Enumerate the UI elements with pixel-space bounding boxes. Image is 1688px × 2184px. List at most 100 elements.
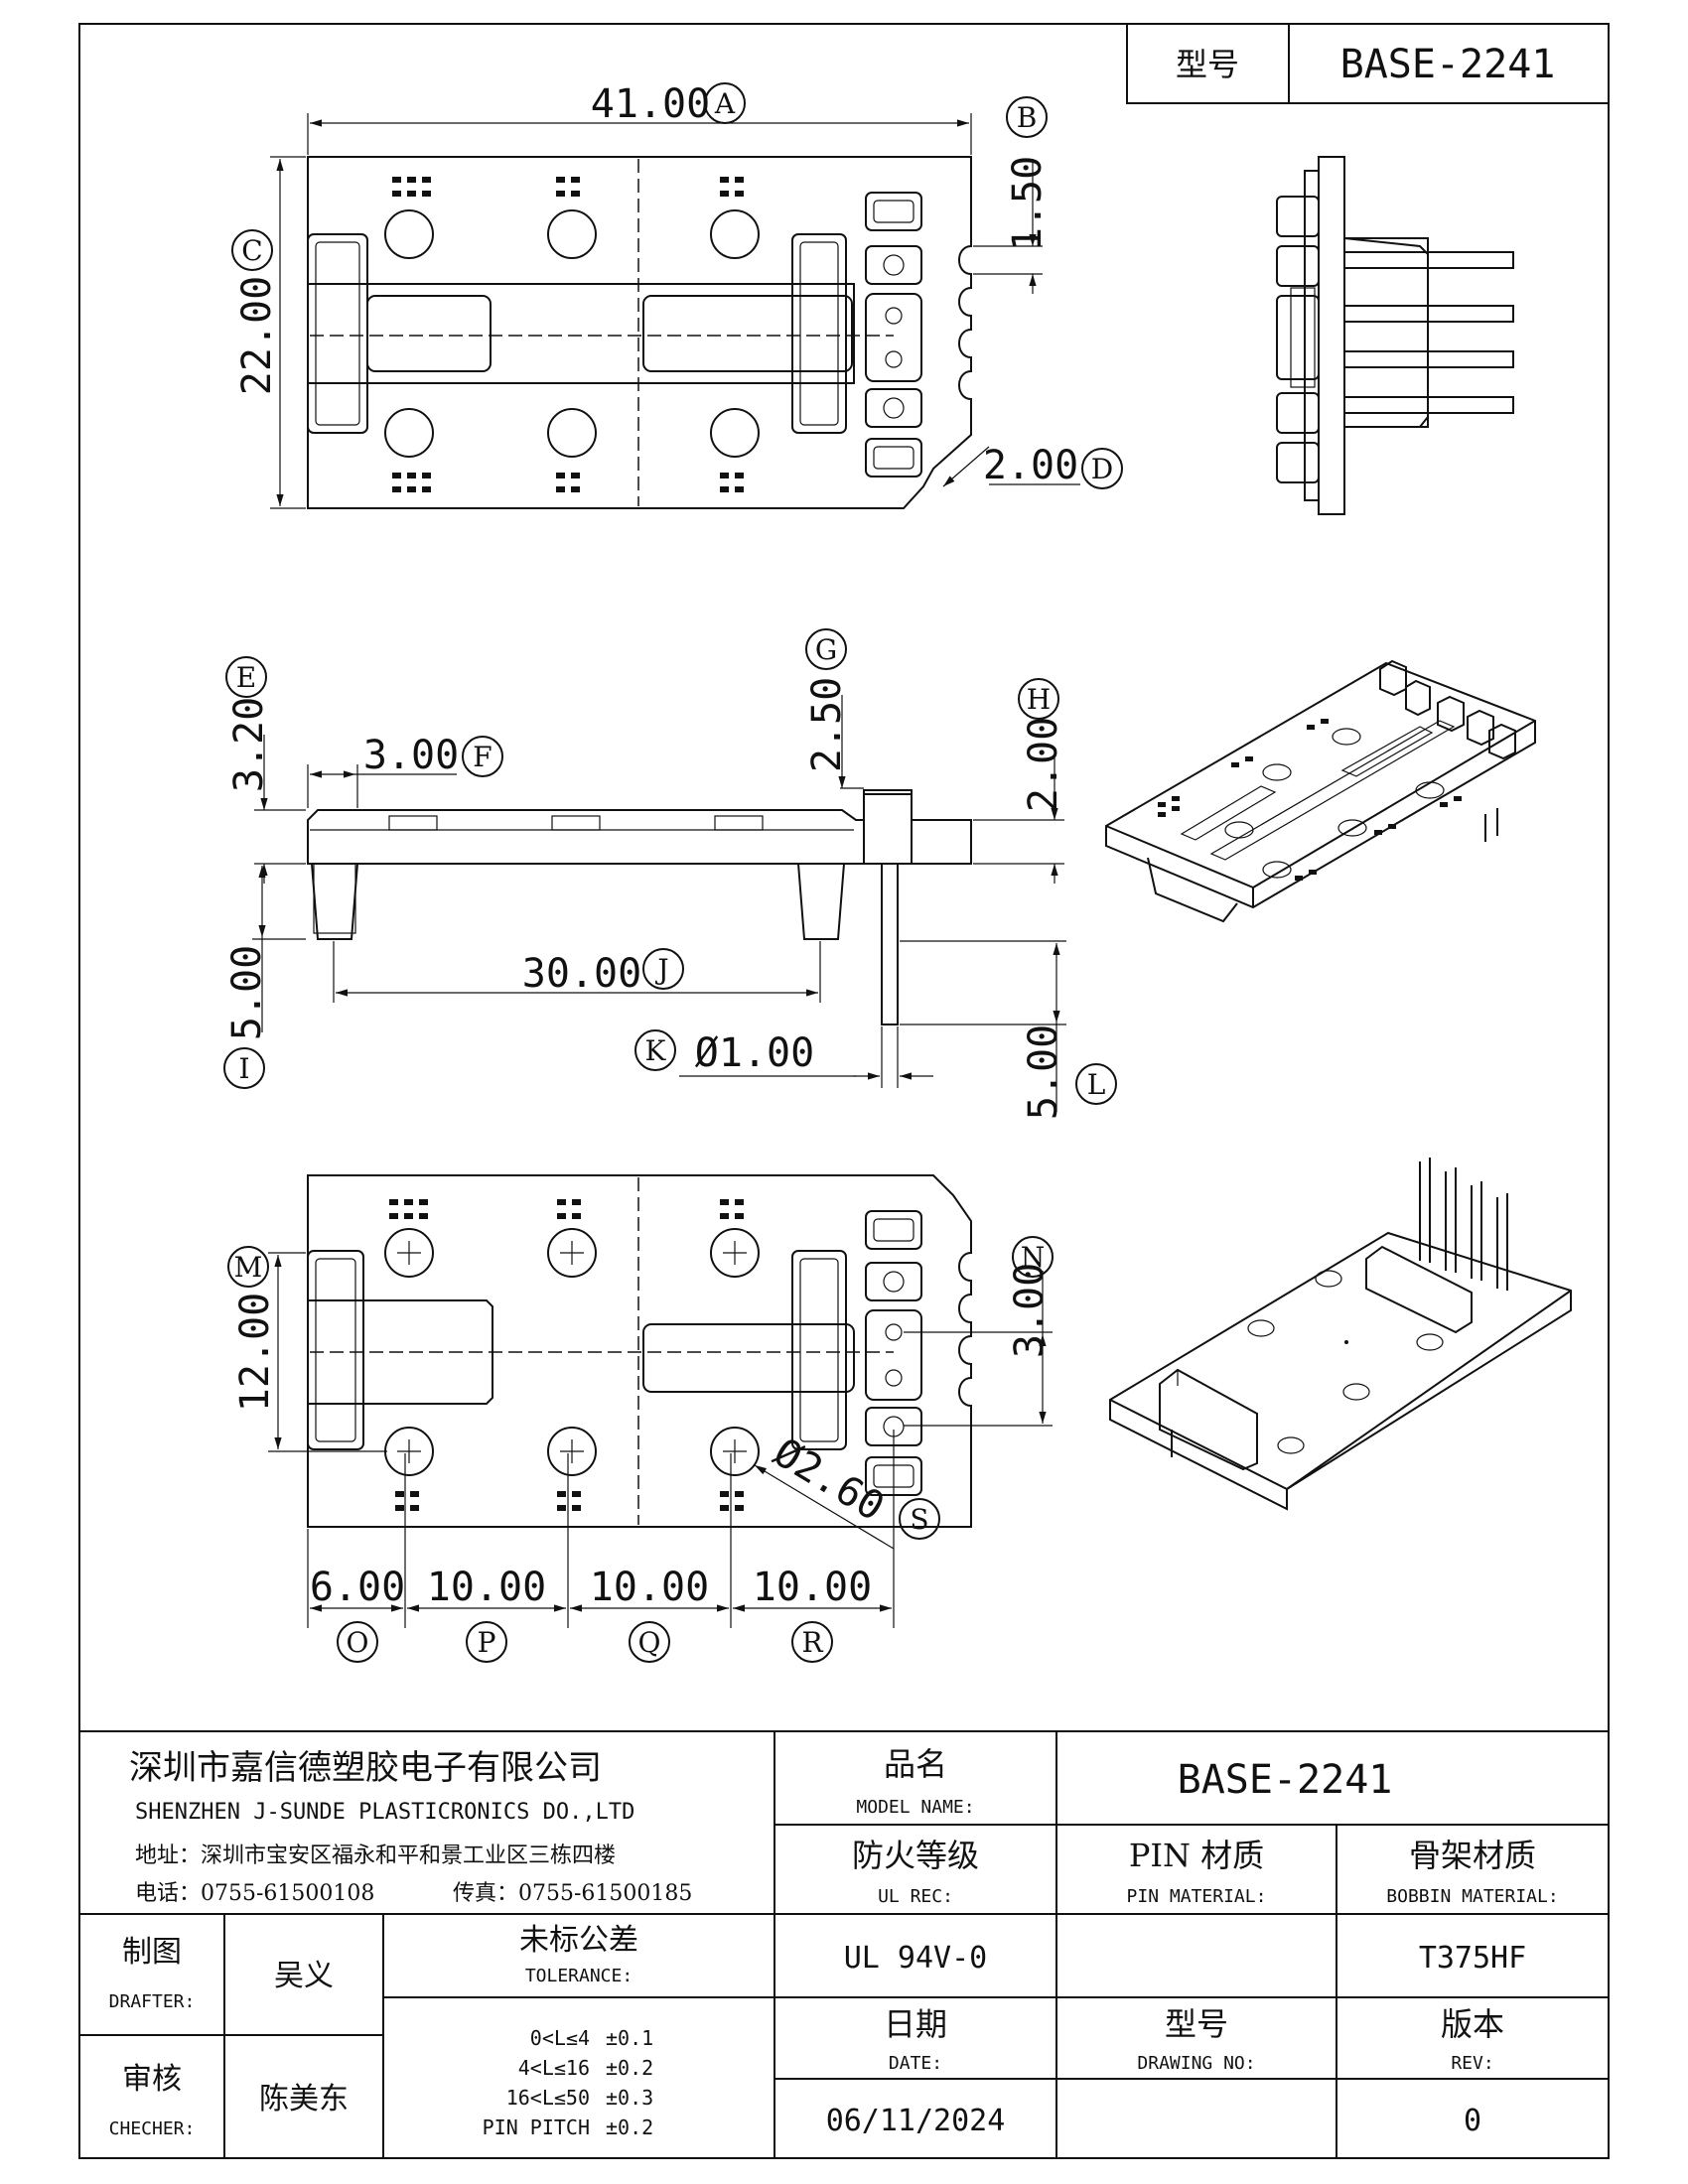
dim-C-value: 22.00: [234, 276, 280, 395]
dim-K-marker: K: [634, 1029, 676, 1071]
iso-view-top: [1105, 659, 1536, 923]
svg-text:N: N: [1021, 1241, 1046, 1274]
date-label-cn: 日期: [884, 2005, 947, 2043]
bobbin-label-cn: 骨架材质: [1409, 1837, 1536, 1874]
dim-G-value: 2.50: [804, 677, 850, 772]
dim-H-value: 2.00: [1021, 717, 1066, 812]
drafter-name: 吴义: [274, 1959, 334, 1993]
dim-J-marker: J: [642, 948, 684, 990]
pin-label-en: PIN MATERIAL:: [1127, 1886, 1267, 1907]
dim-O-value: 6.00: [310, 1565, 405, 1610]
svg-text:C: C: [241, 234, 262, 267]
date-value: 06/11/2024: [826, 2104, 1006, 2138]
company-address: 地址：深圳市宝安区福永和平和景工业区三栋四楼: [135, 1843, 616, 1868]
svg-text:F: F: [473, 741, 492, 773]
dim-S-marker: S: [899, 1498, 940, 1540]
side-view: [1276, 156, 1514, 515]
dim-D-marker: D: [1081, 448, 1123, 489]
svg-text:S: S: [910, 1503, 928, 1536]
svg-text:R: R: [801, 1626, 823, 1659]
tolerance-range-3: 16<L≤50: [506, 2086, 590, 2110]
tolerance-value-1: ±0.1: [606, 2026, 653, 2050]
company-fax: 传真：0755-61500185: [453, 1881, 692, 1906]
dim-A-value: 41.00: [591, 81, 710, 127]
dim-F-marker: F: [462, 736, 503, 777]
svg-text:E: E: [236, 661, 256, 694]
dim-M-value: 12.00: [232, 1293, 278, 1412]
dim-Q-value: 10.00: [590, 1565, 709, 1610]
dim-E-value: 3.20: [226, 697, 272, 792]
bobbin-value: T375HF: [1419, 1941, 1526, 1976]
dim-F-value: 3.00: [363, 733, 459, 778]
pin-label-cn: PIN 材质: [1129, 1837, 1264, 1874]
dim-I-value: 5.00: [224, 945, 270, 1040]
dim-I-marker: I: [223, 1047, 265, 1089]
checker-label-en: CHECHER:: [109, 2118, 196, 2139]
company-name-en: SHENZHEN J-SUNDE PLASTICRONICS DO.,LTD: [135, 1800, 634, 1825]
drafter-label-cn: 制图: [122, 1935, 182, 1970]
drawing-no-label-en: DRAWING NO:: [1137, 2053, 1255, 2074]
checker-name: 陈美东: [259, 2082, 349, 2116]
dim-E-marker: E: [225, 656, 267, 698]
model-name-label-cn: 品名: [884, 1745, 947, 1783]
svg-text:D: D: [1091, 453, 1113, 485]
tolerance-range-1: 0<L≤4: [530, 2026, 590, 2050]
ul-value: UL 94V-0: [844, 1941, 988, 1976]
header-model-box: 型号 BASE-2241: [1126, 23, 1610, 104]
tolerance-range-2: 4<L≤16: [518, 2056, 590, 2080]
model-name-label-en: MODEL NAME:: [856, 1797, 974, 1818]
dim-B-marker: B: [1006, 96, 1048, 138]
dim-R-marker: R: [791, 1621, 833, 1663]
model-name-value: BASE-2241: [1178, 1757, 1393, 1803]
dim-M-marker: M: [227, 1246, 269, 1288]
svg-text:Q: Q: [638, 1626, 661, 1659]
svg-text:A: A: [714, 87, 736, 120]
dim-B-value: 1.50: [1005, 156, 1051, 251]
tolerance-value-3: ±0.3: [606, 2086, 653, 2110]
rev-label-en: REV:: [1451, 2053, 1493, 2074]
front-view: 3.20 E 3.00 F 2.50 G 2.00 H 5.00 I 30.00…: [223, 628, 1117, 1120]
tolerance-label-cn: 未标公差: [519, 1923, 638, 1958]
drafter-label-en: DRAFTER:: [109, 1991, 196, 2012]
svg-text:M: M: [234, 1251, 263, 1284]
company-name-cn: 深圳市嘉信德塑胶电子有限公司: [129, 1748, 602, 1788]
svg-text:G: G: [815, 633, 837, 666]
svg-text:L: L: [1087, 1068, 1106, 1101]
rev-label-cn: 版本: [1441, 2005, 1504, 2043]
tolerance-value-2: ±0.2: [606, 2056, 653, 2080]
header-model-value: BASE-2241: [1340, 42, 1556, 87]
dim-L-value: 5.00: [1021, 1024, 1066, 1120]
svg-text:H: H: [1027, 683, 1051, 716]
svg-text:J: J: [654, 953, 668, 986]
dim-N-value: 3.00: [1007, 1263, 1053, 1358]
ul-label-cn: 防火等级: [852, 1837, 979, 1874]
dim-C-marker: C: [231, 229, 273, 271]
dim-P-value: 10.00: [427, 1565, 546, 1610]
tolerance-value-4: ±0.2: [606, 2116, 653, 2139]
svg-text:P: P: [478, 1626, 496, 1659]
dim-Q-marker: Q: [629, 1621, 670, 1663]
svg-text:O: O: [347, 1626, 369, 1659]
bobbin-label-en: BOBBIN MATERIAL:: [1386, 1886, 1558, 1907]
svg-text:K: K: [645, 1034, 667, 1067]
header-model-label: 型号: [1176, 46, 1239, 83]
checker-label-cn: 审核: [122, 2062, 182, 2097]
ul-label-en: UL REC:: [878, 1886, 953, 1907]
dim-J-value: 30.00: [522, 951, 641, 997]
title-block: 深圳市嘉信德塑胶电子有限公司 SHENZHEN J-SUNDE PLASTICR…: [78, 1730, 1610, 2159]
dim-K-value: Ø1.00: [695, 1030, 814, 1076]
dim-R-value: 10.00: [753, 1565, 872, 1610]
dim-O-marker: O: [337, 1621, 378, 1663]
rev-value: 0: [1464, 2104, 1481, 2138]
dim-H-marker: H: [1018, 678, 1059, 720]
svg-text:I: I: [238, 1052, 249, 1085]
svg-text:B: B: [1017, 101, 1038, 134]
top-view: 41.00 A 1.50 B 22.00 C 2.00 D: [231, 81, 1123, 509]
dim-L-marker: L: [1075, 1063, 1117, 1105]
dim-D-value: 2.00: [983, 443, 1078, 488]
date-label-en: DATE:: [889, 2053, 942, 2074]
tolerance-label-en: TOLERANCE:: [525, 1966, 633, 1986]
dim-P-marker: P: [466, 1621, 507, 1663]
drawing-no-label-cn: 型号: [1165, 2005, 1228, 2043]
